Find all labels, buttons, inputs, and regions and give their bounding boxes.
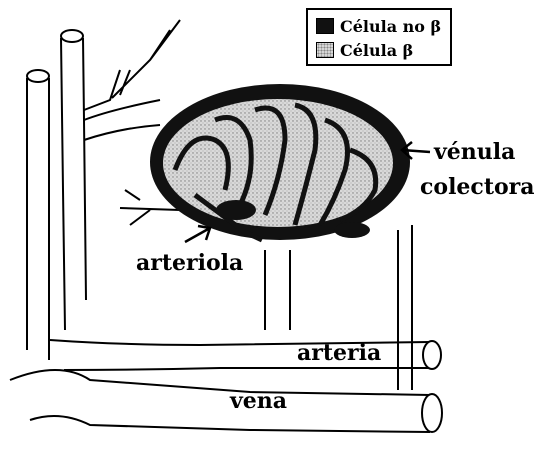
label-venule-line2: colectora	[420, 176, 535, 198]
left-vessel-tube	[27, 78, 49, 360]
vein-vessel	[10, 370, 430, 432]
vein-opening	[422, 394, 442, 432]
label-artery: arteria	[297, 342, 381, 364]
beta-cell-swatch	[316, 42, 334, 58]
upper-vessel-opening	[61, 30, 83, 42]
arteriole-arrow	[185, 226, 210, 242]
left-vessel-opening	[27, 70, 49, 82]
islet	[150, 84, 410, 240]
legend-beta-label: Célula β	[340, 41, 413, 60]
label-vein: vena	[230, 390, 287, 412]
non-beta-cell-swatch	[316, 18, 334, 34]
legend: Célula no β Célula β	[306, 8, 452, 66]
label-arteriole: arteriola	[136, 252, 243, 274]
upper-vessel-tube	[61, 38, 86, 330]
non-beta-patch	[334, 222, 370, 238]
legend-non-beta-label: Célula no β	[340, 17, 441, 36]
upper-branches	[84, 20, 180, 110]
artery-opening	[423, 341, 441, 369]
non-beta-patch	[216, 200, 256, 220]
label-venule: vénula	[434, 141, 515, 163]
